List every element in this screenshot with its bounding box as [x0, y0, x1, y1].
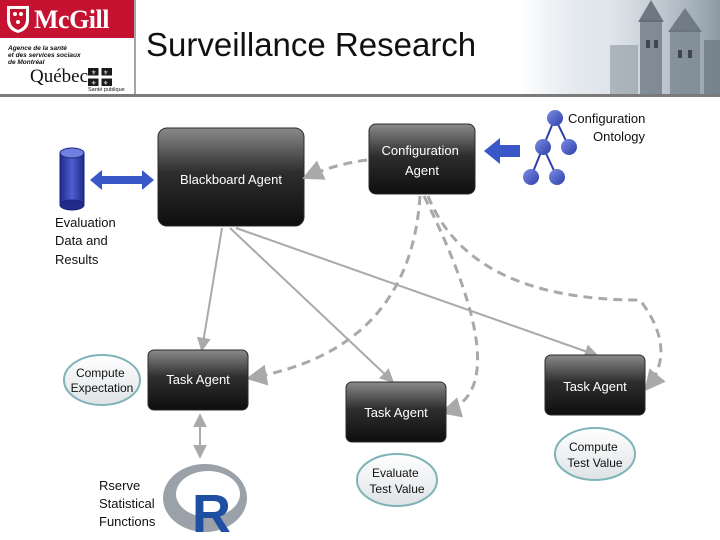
arrow-blackboard-to-task3: [235, 227, 599, 358]
task-agent-box: Task Agent: [147, 349, 249, 411]
dashed-arrow-config-to-blackboard: [302, 158, 368, 180]
dashed-arrow-config-to-task1: [245, 195, 422, 386]
task-agent-box: Task Agent: [345, 381, 447, 443]
svg-text:⚜: ⚜: [103, 70, 108, 77]
compute-expectation-label: Compute Expectation: [71, 366, 134, 395]
arrow-blackboard-to-task2: [229, 227, 395, 383]
compute-test-value-oval: Compute Test Value: [554, 427, 636, 481]
quebec-wordmark: Québec: [30, 66, 89, 87]
castle-photo-image: [520, 0, 720, 96]
double-arrow-icon: [90, 170, 154, 190]
r-logo-icon: R: [163, 464, 247, 540]
agency-line: de Montréal: [8, 59, 45, 66]
database-label: Evaluation Data and Results: [55, 215, 119, 267]
agency-line: et des services sociaux: [8, 52, 81, 59]
slide-header: McGill Agence de la santé et des service…: [0, 0, 720, 97]
agency-line: Agence de la santé: [8, 45, 67, 52]
mcgill-crest-icon: [7, 6, 29, 33]
task-agent-box: Task Agent: [544, 354, 646, 416]
sante-publique-label: Santé publique: [88, 87, 125, 93]
task-agent-label: Task Agent: [364, 405, 428, 420]
evaluate-test-value-label: Evaluate Test Value: [369, 466, 424, 496]
dashed-arrow-config-to-task3: [426, 195, 666, 392]
quebec-flag-icon: ⚜ ⚜ ⚜ ⚜: [88, 68, 112, 86]
ontology-tree-icon: [523, 110, 577, 185]
blackboard-agent-label: Blackboard Agent: [180, 172, 282, 187]
svg-text:⚜: ⚜: [91, 80, 96, 86]
ontology-arrow-icon: [484, 138, 520, 164]
logo-block: McGill Agence de la santé et des service…: [0, 0, 136, 96]
task-agent-label: Task Agent: [563, 379, 627, 394]
configuration-agent-label: Configuration Agent: [382, 143, 463, 178]
compute-test-value-label: Compute Test Value: [567, 440, 622, 470]
compute-expectation-oval: Compute Expectation: [63, 354, 141, 406]
svg-text:⚜: ⚜: [91, 70, 96, 77]
database-icon: [59, 147, 85, 211]
blackboard-agent-box: Blackboard Agent: [157, 127, 305, 227]
mcgill-wordmark: McGill: [34, 5, 109, 34]
mcgill-banner: McGill: [0, 0, 134, 38]
header-divider: [0, 94, 720, 97]
dashed-arrow-config-to-task2: [422, 195, 479, 418]
svg-text:⚜: ⚜: [103, 80, 108, 86]
page-title: Surveillance Research: [146, 26, 477, 63]
task-agent-label: Task Agent: [166, 372, 230, 387]
ontology-label: Configuration Ontology: [568, 111, 649, 144]
rserve-label: Rserve Statistical Functions: [99, 478, 158, 529]
agency-name: Agence de la santé et des services socia…: [8, 45, 84, 66]
configuration-agent-box: Configuration Agent: [368, 123, 476, 195]
evaluate-test-value-oval: Evaluate Test Value: [356, 453, 438, 507]
r-logo-letter: R: [192, 484, 231, 540]
arrow-blackboard-to-task1: [196, 227, 223, 352]
